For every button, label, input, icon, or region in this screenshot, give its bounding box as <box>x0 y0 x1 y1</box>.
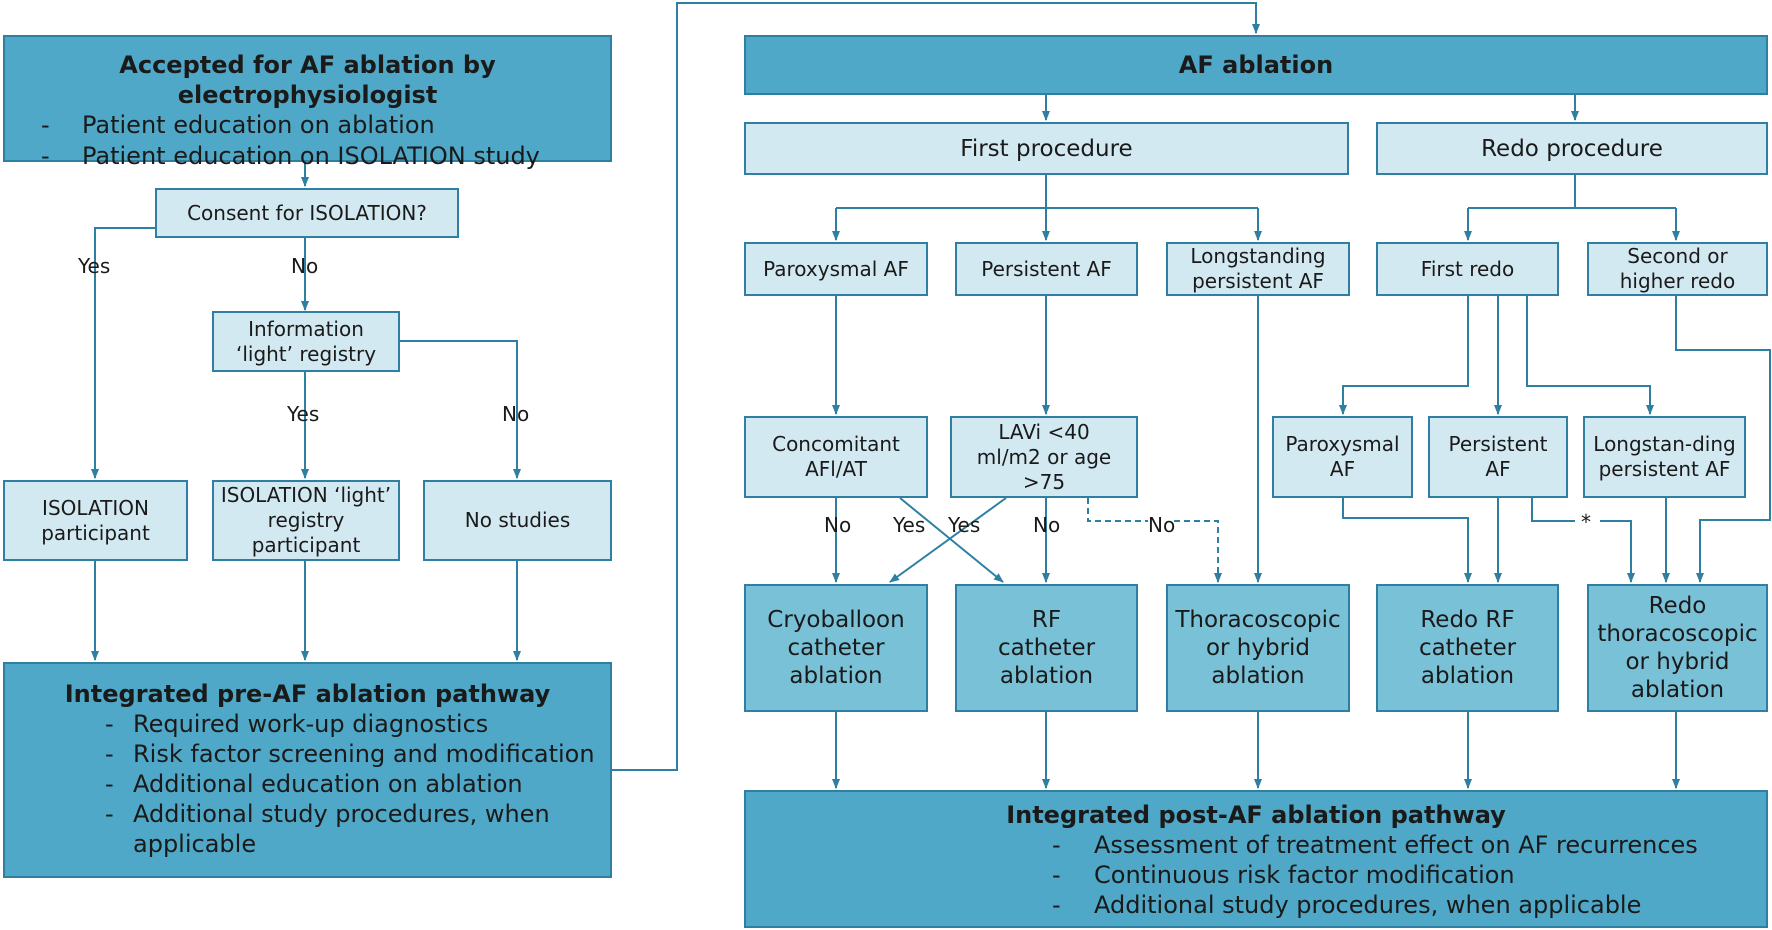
thoracoscopic-hybrid-ablation-box: Thoracoscopic or hybrid ablation <box>1166 584 1350 712</box>
post-pathway-item: -Additional study procedures, when appli… <box>1052 891 1642 919</box>
arrow-pre-to-ablation <box>612 2 1260 771</box>
accepted-box: Accepted for AF ablation by electrophysi… <box>3 35 612 170</box>
asterisk-label: * <box>1581 510 1591 534</box>
information-light-registry-box: Information ‘light’ registry <box>212 311 400 372</box>
lavi-yes-label: Yes <box>948 513 981 537</box>
concomitant-no-label: No <box>824 513 852 537</box>
info-no-label: No <box>502 402 530 426</box>
consent-yes-label: Yes <box>78 254 111 278</box>
arrow-concomitant-yes <box>899 497 1004 583</box>
accepted-item: -Patient education on ablation <box>41 111 435 139</box>
redo-persistent-af-box: Persistent AF <box>1428 416 1568 498</box>
arrow-lavi-no-dashed <box>1087 498 1218 582</box>
post-ablation-pathway-box: Integrated post-AF ablation pathway -Ass… <box>744 790 1768 928</box>
lavi-or-age-box: LAVi <40 ml/m2 or age >75 <box>950 416 1138 498</box>
arrow-consent-yes <box>91 227 183 479</box>
no-studies-box: No studies <box>423 480 612 561</box>
post-pathway-item: -Assessment of treatment effect on AF re… <box>1052 831 1698 859</box>
af-ablation-box: AF ablation <box>744 35 1768 95</box>
longstanding-persistent-af-box: Longstanding persistent AF <box>1166 242 1350 296</box>
accepted-title: Accepted for AF ablation by electrophysi… <box>119 51 496 109</box>
post-pathway-item: -Continuous risk factor modification <box>1052 861 1515 889</box>
paroxysmal-af-box: Paroxysmal AF <box>744 242 928 296</box>
concomitant-afl-at-box: Concomitant AFl/AT <box>744 416 928 498</box>
redo-rf-catheter-ablation-box: Redo RF catheter ablation <box>1376 584 1559 712</box>
rf-catheter-ablation-box: RF catheter ablation <box>955 584 1138 712</box>
pre-pathway-item: -Additional study procedures, when appli… <box>105 800 550 858</box>
pre-pathway-item: -Required work-up diagnostics <box>105 710 489 738</box>
consent-question-box: Consent for ISOLATION? <box>155 188 459 238</box>
arrow-rpersist-to-redothoraco <box>1531 498 1631 582</box>
first-redo-box: First redo <box>1376 242 1559 296</box>
post-pathway-title: Integrated post-AF ablation pathway <box>1006 801 1506 829</box>
persistent-af-box: Persistent AF <box>955 242 1138 296</box>
connector-first-split <box>836 175 1258 209</box>
redo-paroxysmal-af-box: Paroxysmal AF <box>1272 416 1413 498</box>
arrow-secondredo-to-redothoraco <box>1675 296 1771 583</box>
isolation-light-participant-box: ISOLATION ‘light’ registry participant <box>212 480 400 561</box>
redo-thoracoscopic-hybrid-ablation-box: Redo thoracoscopic or hybrid ablation <box>1587 584 1768 712</box>
lavi-dashed-no-label: No <box>1148 513 1176 537</box>
pre-pathway-item: -Risk factor screening and modification <box>105 740 595 768</box>
arrow-info-no <box>400 340 521 479</box>
cryoballoon-ablation-box: Cryoballoon catheter ablation <box>744 584 928 712</box>
second-or-higher-redo-box: Second or higher redo <box>1587 242 1768 296</box>
redo-longstanding-af-box: Longstan-ding persistent AF <box>1583 416 1746 498</box>
arrow-firstredo-to-rlong <box>1526 296 1654 415</box>
pre-pathway-title: Integrated pre-AF ablation pathway <box>64 680 551 708</box>
lavi-no-label: No <box>1033 513 1061 537</box>
first-procedure-box: First procedure <box>744 122 1349 175</box>
accepted-item: -Patient education on ISOLATION study <box>41 142 540 170</box>
arrow-lavi-yes <box>889 497 1007 583</box>
isolation-participant-box: ISOLATION participant <box>3 480 188 561</box>
pre-ablation-pathway-box: Integrated pre-AF ablation pathway -Requ… <box>3 662 612 878</box>
redo-procedure-box: Redo procedure <box>1376 122 1768 175</box>
info-yes-label: Yes <box>287 402 320 426</box>
concomitant-yes-label: Yes <box>893 513 926 537</box>
consent-no-label: No <box>291 254 319 278</box>
connector-redo-split <box>1468 175 1676 209</box>
pre-pathway-item: -Additional education on ablation <box>105 770 523 798</box>
arrow-rparox-to-redorf <box>1342 498 1472 583</box>
arrow-firstredo-to-rparox <box>1339 296 1469 415</box>
